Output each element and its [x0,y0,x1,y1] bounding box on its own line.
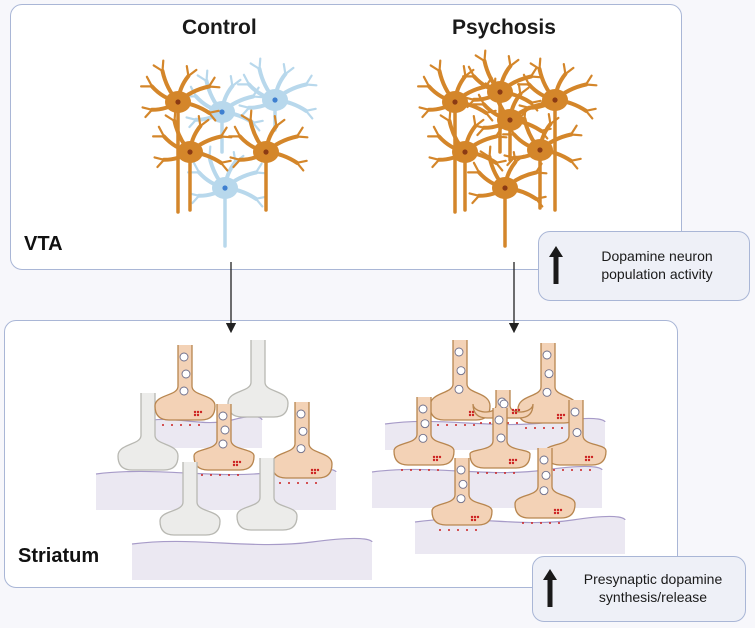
up-arrow-icon [549,246,563,284]
presynaptic-terminal-active [431,458,493,531]
presynaptic-terminal-active [393,397,455,471]
postsynaptic-membrane [131,537,373,580]
presynaptic-terminal-inactive [227,340,289,418]
striatum-callout-line1: Presynaptic dopamine [583,571,723,587]
psychosis-neuron-active [462,49,543,154]
vta-panel [10,4,682,270]
vta-callout: Dopamine neuron population activity [538,231,750,301]
presynaptic-terminal-inactive [159,462,221,536]
control-neuron-active [228,109,309,212]
presynaptic-terminal-active [429,340,491,426]
control-neuron-inactive [237,57,318,132]
presynaptic-terminal-active [271,402,333,484]
presynaptic-terminal-inactive [117,393,179,471]
presynaptic-terminal-active [469,408,531,474]
presynaptic-terminal-active [545,400,607,471]
presynaptic-terminal-active [154,345,216,426]
psychosis-neuron-active [467,145,548,248]
presynaptic-terminal-active [193,404,255,476]
vta-callout-line2: population activity [601,266,713,282]
psychosis-neuron-active [502,107,583,210]
up-arrow-icon [543,569,557,607]
control-neuron-active [152,109,233,212]
postsynaptic-membrane [95,467,337,510]
control-neuron-inactive [187,145,268,248]
vta-callout-line1: Dopamine neuron [601,248,713,264]
presynaptic-terminal-inactive [236,458,298,531]
striatum-callout: Presynaptic dopamine synthesis/release [532,556,746,622]
psychosis-neuron-active [472,77,553,162]
vta-label: VTA [24,233,63,255]
striatum-label: Striatum [18,545,100,567]
presynaptic-terminal-active [517,343,579,429]
striatum-callout-line2: synthesis/release [598,589,708,605]
psychosis-heading: Psychosis [452,16,556,39]
control-heading: Control [182,16,257,39]
psychosis-neuron-active [427,109,508,212]
presynaptic-terminal-active [514,448,576,524]
